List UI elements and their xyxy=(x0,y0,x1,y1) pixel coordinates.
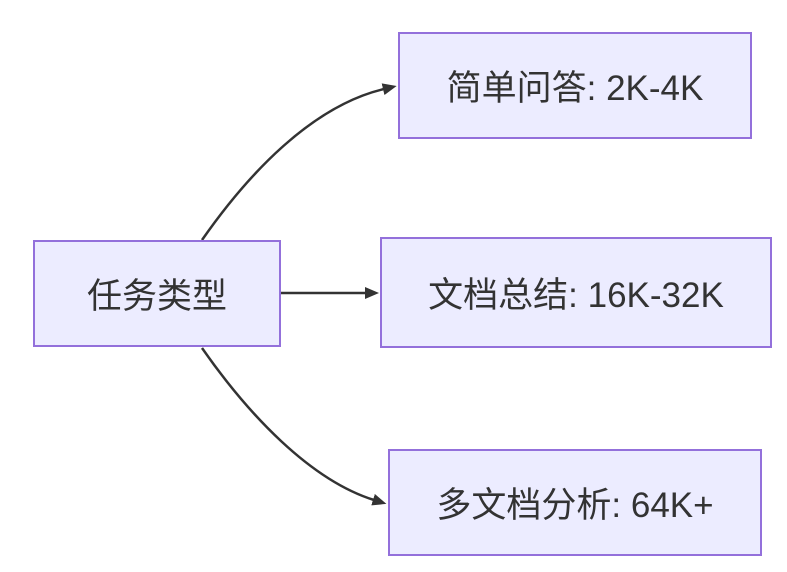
node-multi-doc-analysis-label: 多文档分析: 64K+ xyxy=(436,486,714,525)
node-task-type: 任务类型 xyxy=(33,240,281,347)
node-task-type-label: 任务类型 xyxy=(86,277,227,316)
node-doc-summary: 文档总结: 16K-32K xyxy=(380,237,772,348)
node-multi-doc-analysis: 多文档分析: 64K+ xyxy=(388,449,762,556)
edge-root-to-top xyxy=(200,83,397,241)
node-doc-summary-label: 文档总结: 16K-32K xyxy=(428,276,724,315)
edge-root-to-bottom xyxy=(200,347,387,506)
node-simple-qa-label: 简单问答: 2K-4K xyxy=(446,69,704,108)
node-simple-qa: 简单问答: 2K-4K xyxy=(398,32,752,139)
